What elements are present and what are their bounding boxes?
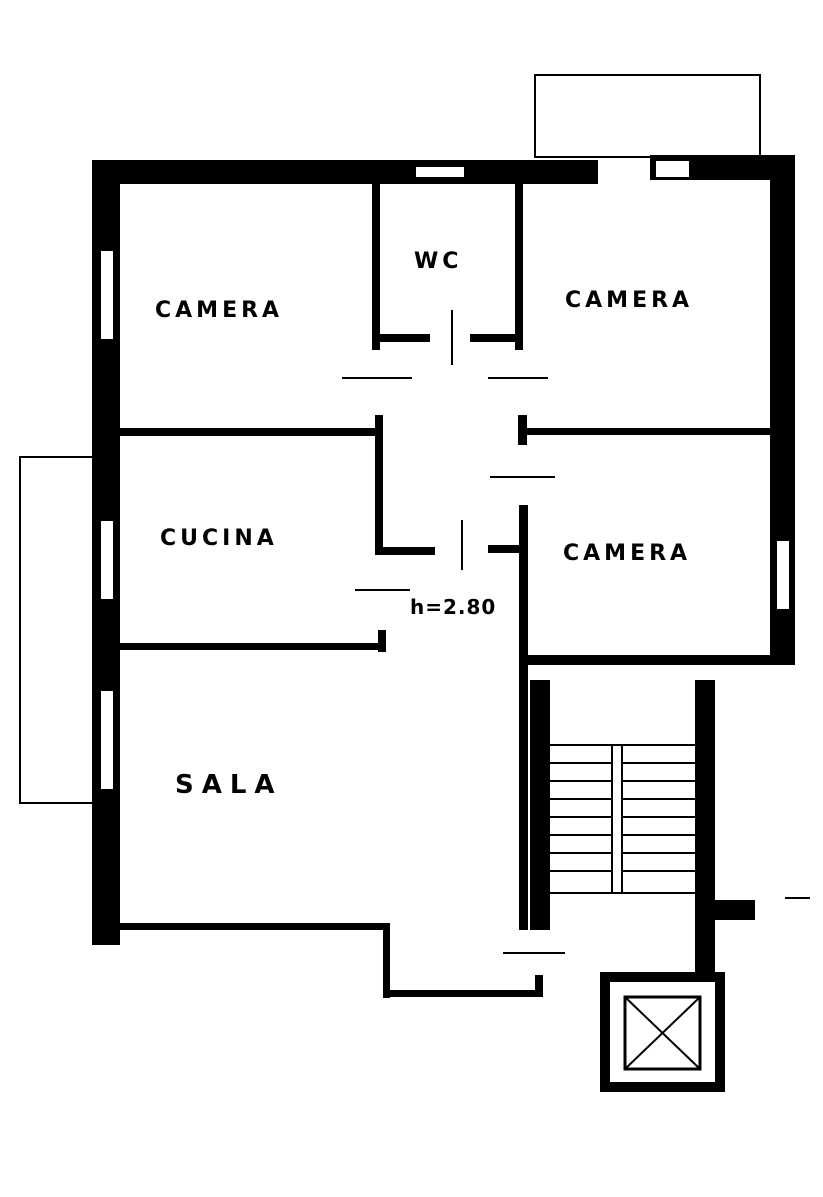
window-left-cucina [99, 519, 115, 601]
window-top-right [654, 159, 691, 179]
wall-top-left [92, 160, 598, 184]
wall-stair-left [530, 680, 550, 930]
window-left-camera [99, 249, 115, 341]
window-right-camera [775, 539, 791, 611]
wall-camera-right-stub [518, 415, 527, 445]
balcony-left [19, 456, 98, 804]
window-left-sala [99, 689, 115, 791]
wall-wc-stub-left [380, 334, 430, 342]
wall-entrance-bottom [383, 990, 543, 997]
stair-steps [550, 744, 695, 894]
wall-wc-left [372, 184, 380, 350]
wall-entrance-stub [535, 975, 543, 997]
wall-camera-bottom [525, 655, 795, 665]
wall-wc-stub-right [470, 334, 520, 342]
room-label-sala: SALA [175, 770, 283, 800]
room-label-camera-left: CAMERA [155, 298, 283, 323]
wall-corridor-right [519, 505, 528, 930]
wall-cucina-stub [383, 547, 435, 555]
wall-sala-bottom [120, 923, 388, 930]
balcony-top [534, 74, 761, 158]
room-label-wc: WC [414, 249, 462, 274]
wall-wc-right [515, 184, 523, 350]
room-label-cucina: CUCINA [160, 526, 278, 551]
wall-cucina-sala [120, 643, 385, 650]
wall-cucina-right [375, 415, 383, 555]
window-top [414, 165, 466, 179]
ceiling-height-label: h=2.80 [410, 595, 496, 619]
elevator-icon [600, 972, 725, 1092]
wall-camera-right-divider [527, 428, 770, 435]
room-label-camera-right: CAMERA [565, 288, 693, 313]
wall-stair-stub [715, 900, 755, 920]
wall-cucina-sala-stub [378, 630, 386, 652]
wall-camera-stub [488, 545, 523, 553]
wall-stair-right [695, 680, 715, 975]
wall-sala-step [383, 923, 390, 998]
room-label-camera-mid: CAMERA [563, 541, 691, 566]
wall-camera-cucina [120, 428, 382, 436]
